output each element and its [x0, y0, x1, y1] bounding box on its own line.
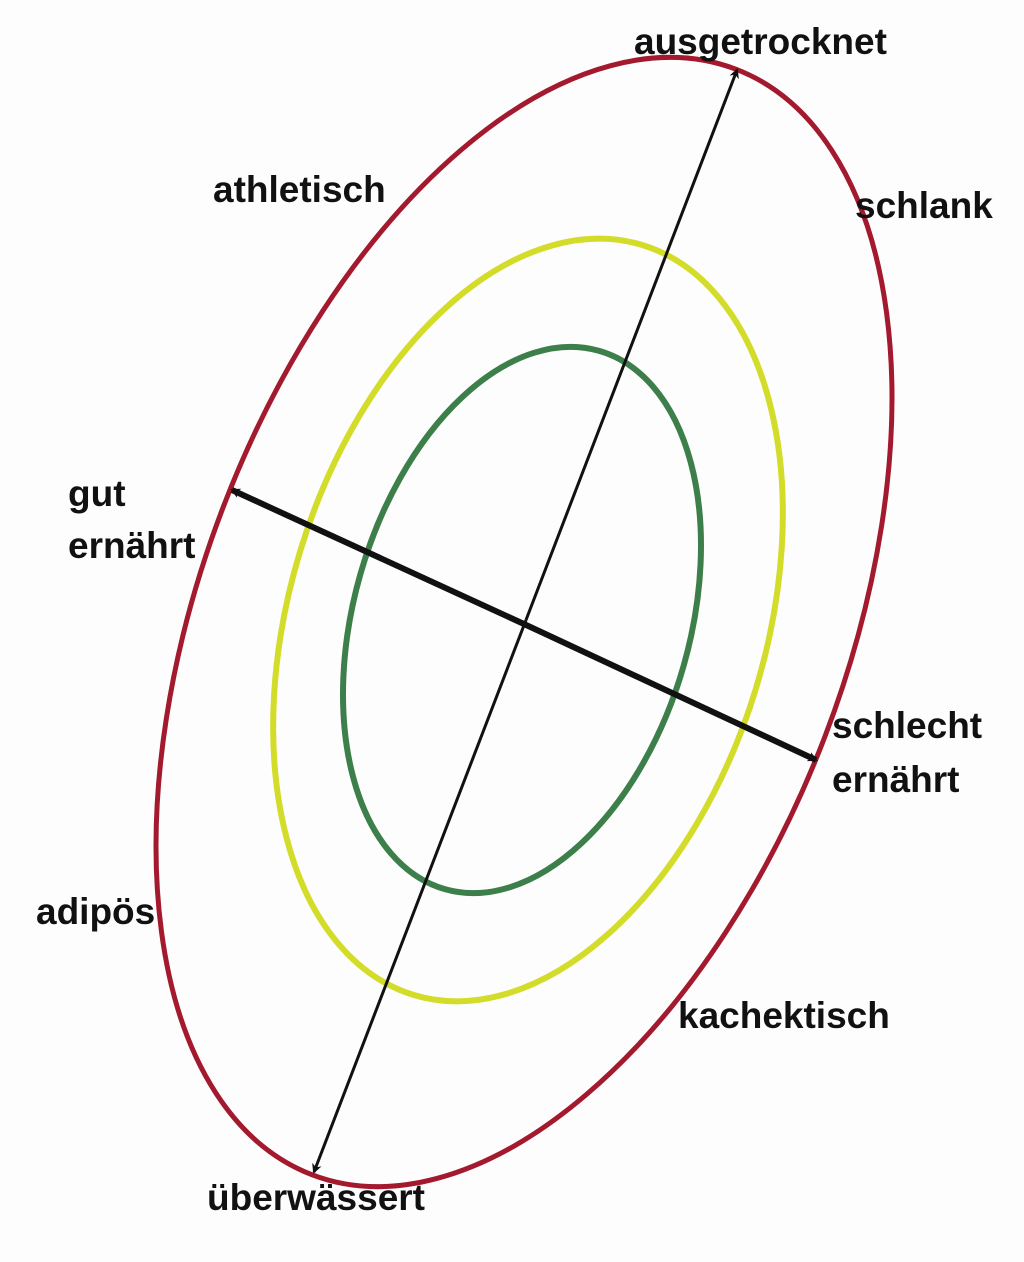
label-malnourished-1: schlecht [832, 705, 983, 746]
label-malnourished-2: ernährt [832, 759, 960, 800]
nutrition-axis-arrow [230, 487, 818, 763]
label-dehydrated: ausgetrocknet [634, 21, 887, 62]
label-cachectic: kachektisch [678, 995, 890, 1036]
label-obese: adipös [36, 891, 156, 932]
inner-tolerance-ellipse [340, 343, 704, 897]
middle-tolerance-ellipse [270, 235, 786, 1005]
hydration-axis-arrow [312, 68, 739, 1174]
label-slim: schlank [855, 185, 993, 226]
label-well-nourished-1: gut [68, 473, 126, 514]
label-overhydrated: überwässert [207, 1177, 425, 1218]
label-well-nourished-2: ernährt [68, 525, 196, 566]
label-athletic: athletisch [213, 169, 386, 210]
